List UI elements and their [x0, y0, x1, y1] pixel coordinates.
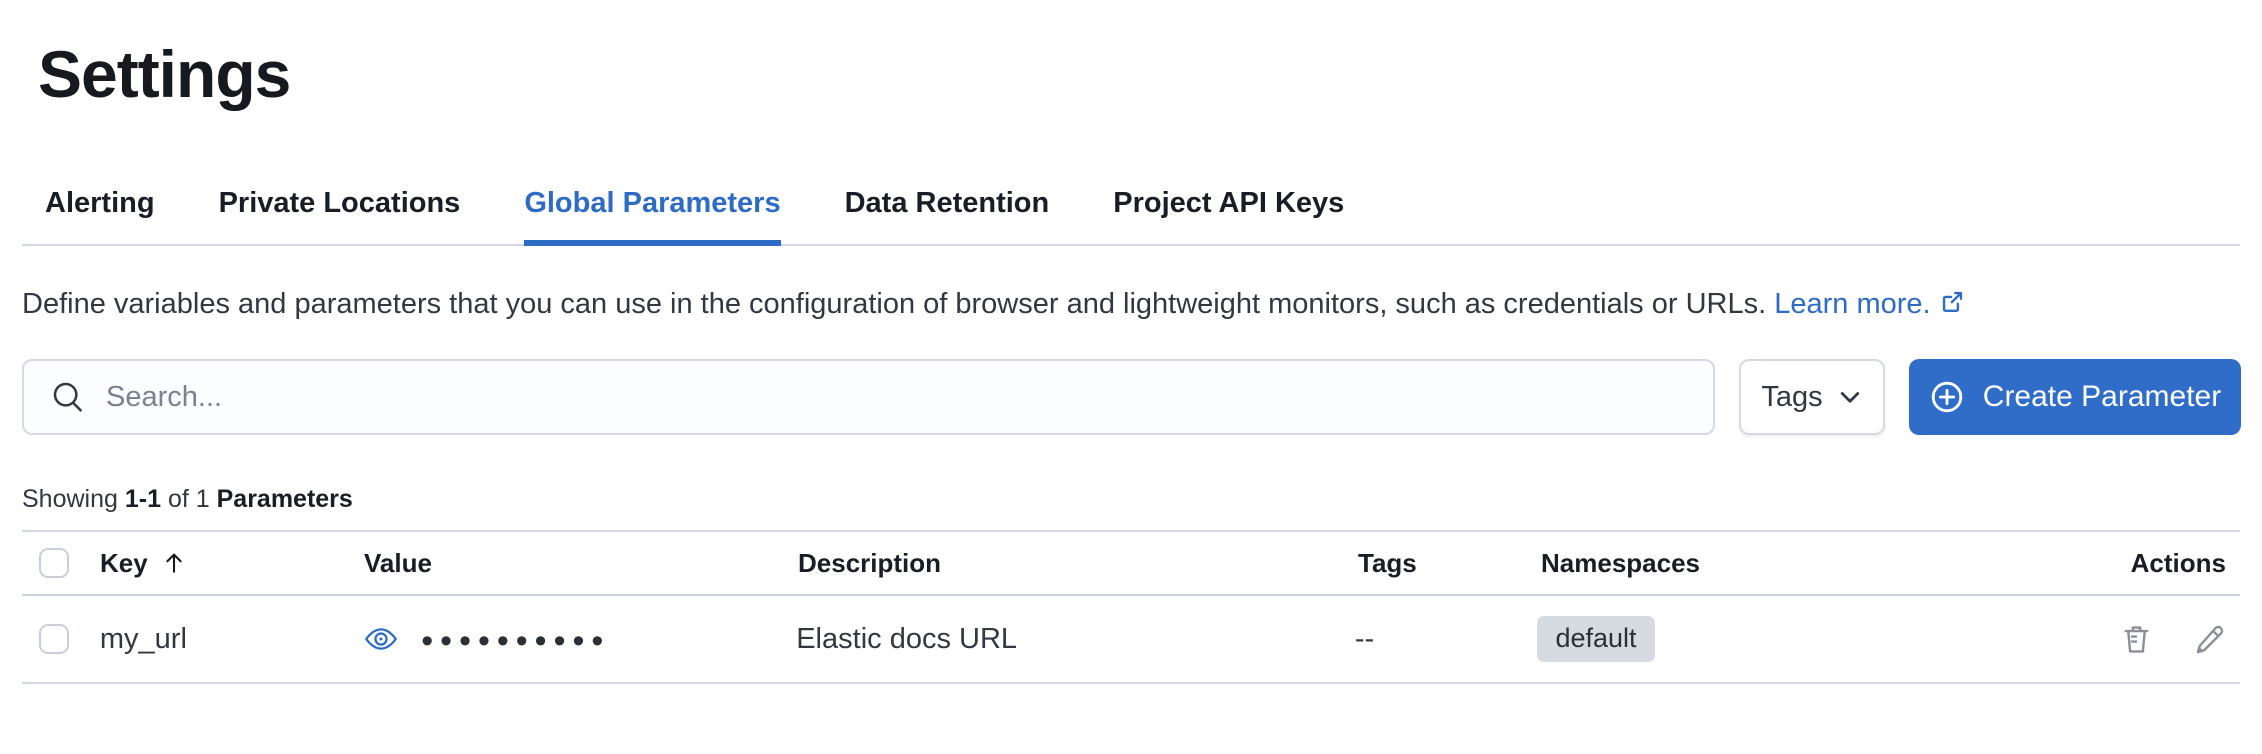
search-box: [22, 359, 1715, 435]
row-actions-cell: [2120, 623, 2240, 656]
delete-parameter-button[interactable]: [2120, 623, 2153, 656]
tab-alerting[interactable]: Alerting: [45, 187, 155, 219]
parameter-value-cell: ••••••••••: [347, 620, 780, 658]
search-input[interactable]: [106, 380, 1693, 414]
row-checkbox[interactable]: [39, 624, 69, 654]
select-all-checkbox[interactable]: [39, 548, 69, 578]
summary-of: of 1: [167, 485, 210, 513]
description-text: Define variables and parameters that you…: [22, 288, 1767, 320]
parameters-toolbar: Tags Create Parameter: [22, 359, 2241, 435]
table-header-row: Key Value Description Tags Namespaces Ac…: [22, 532, 2240, 596]
create-parameter-button[interactable]: Create Parameter: [1909, 359, 2241, 435]
table-row: my_url •••••••••• Elastic docs URL -- de…: [22, 596, 2240, 684]
tab-data-retention[interactable]: Data Retention: [844, 187, 1050, 219]
pencil-icon: [2193, 623, 2226, 656]
create-parameter-label: Create Parameter: [1982, 380, 2222, 413]
page-title: Settings: [38, 37, 291, 111]
reveal-value-eye-icon[interactable]: [363, 621, 399, 657]
tab-project-api-keys[interactable]: Project API Keys: [1113, 187, 1345, 219]
tab-private-locations[interactable]: Private Locations: [218, 187, 461, 219]
chevron-down-icon: [1837, 384, 1863, 410]
column-header-key[interactable]: Key: [100, 548, 188, 579]
settings-tabs: Alerting Private Locations Global Parame…: [22, 186, 2240, 246]
column-header-actions: Actions: [2130, 547, 2226, 578]
masked-value: ••••••••••: [421, 622, 611, 660]
column-header-tags: Tags: [1358, 547, 1417, 578]
plus-circle-icon: [1929, 379, 1965, 415]
column-header-value: Value: [364, 547, 432, 578]
parameter-description-cell: Elastic docs URL: [796, 622, 1018, 655]
column-header-namespaces: Namespaces: [1541, 547, 1700, 578]
summary-range: 1-1: [124, 485, 161, 513]
tags-filter-label: Tags: [1761, 380, 1823, 413]
parameter-namespaces-cell: default: [1521, 616, 2120, 662]
summary-showing: Showing: [22, 485, 118, 513]
learn-more-link[interactable]: Learn more.: [1774, 288, 1931, 320]
edit-parameter-button[interactable]: [2193, 623, 2226, 656]
tags-filter-button[interactable]: Tags: [1739, 359, 1885, 435]
parameter-tags-cell: --: [1354, 622, 1375, 655]
parameters-table: Key Value Description Tags Namespaces Ac…: [22, 530, 2240, 684]
parameter-key-cell: my_url: [99, 622, 187, 655]
summary-entity: Parameters: [216, 485, 353, 513]
external-link-icon: [1939, 282, 1966, 331]
column-header-description: Description: [798, 547, 942, 578]
settings-page: Settings Alerting Private Locations Glob…: [0, 36, 2262, 754]
tab-global-parameters[interactable]: Global Parameters: [524, 186, 781, 246]
namespace-badge: default: [1537, 616, 1655, 662]
page-description: Define variables and parameters that you…: [22, 280, 2194, 331]
key-header-label: Key: [100, 547, 148, 578]
search-icon: [48, 377, 88, 417]
results-summary: Showing 1-1 of 1 Parameters: [22, 485, 2240, 514]
trash-icon: [2120, 623, 2153, 656]
sort-ascending-icon: [160, 549, 188, 577]
